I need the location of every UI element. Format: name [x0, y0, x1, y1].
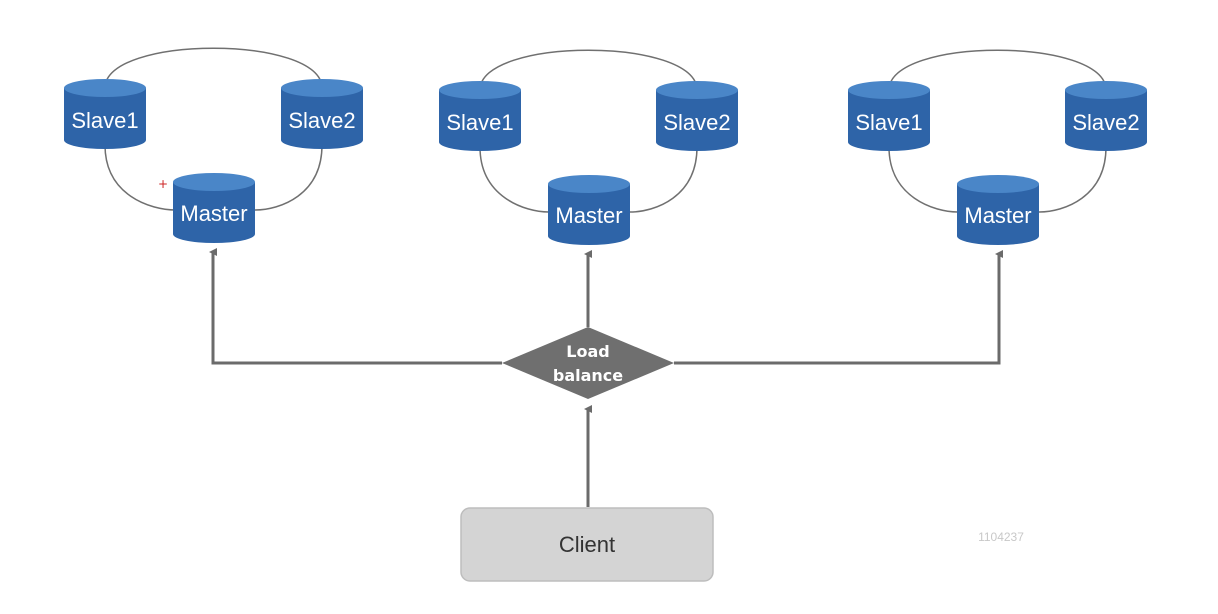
cluster-2: Slave1 Slave2 Master: [439, 49, 738, 245]
cluster-1-slave1-db: Slave1: [64, 79, 146, 149]
cluster-3-master-db: Master: [957, 175, 1039, 245]
cluster-2-slave2-label: Slave2: [663, 110, 730, 135]
load-balancer-diamond: [502, 327, 674, 399]
cluster-1-master-label: Master: [180, 201, 247, 226]
cluster-3-slave1-db: Slave1: [848, 81, 930, 151]
cluster-2-slave1-label: Slave1: [446, 110, 513, 135]
cluster-3-slave2-label: Slave2: [1072, 110, 1139, 135]
cluster-1-slave2-label: Slave2: [288, 108, 355, 133]
lb-to-master-3-arrow: [674, 250, 1003, 365]
cluster-1-slave2-db: Slave2: [281, 79, 363, 149]
cluster-3-slave1-label: Slave1: [855, 110, 922, 135]
cluster-2-slave2-master-link: [629, 146, 698, 213]
client-box: [460, 507, 714, 582]
cluster-3-slave1-master-link: [888, 146, 959, 213]
cluster-3-top-link: [888, 49, 1107, 91]
cluster-2-slave2-db: Slave2: [656, 81, 738, 151]
cluster-1-slave2-master-link: [254, 144, 323, 211]
cluster-3-master-label: Master: [964, 203, 1031, 228]
cluster-1: Slave1 Slave2 Master +: [64, 47, 363, 243]
cluster-2-master-db: Master: [548, 175, 630, 245]
cluster-3-slave2-db: Slave2: [1065, 81, 1147, 151]
lb-to-master-1-arrow: [209, 248, 502, 365]
load-balancer-node: Load balance: [502, 327, 674, 399]
cluster-2-slave1-master-link: [479, 146, 550, 213]
client-node: Client: [460, 507, 714, 582]
cluster-2-master-label: Master: [555, 203, 622, 228]
load-balancer-label-line2: balance: [553, 366, 623, 385]
cluster-3-slave2-master-link: [1038, 146, 1107, 213]
cluster-2-slave1-db: Slave1: [439, 81, 521, 151]
client-label: Client: [559, 532, 615, 557]
load-balancer-label-line1: Load: [566, 342, 609, 361]
cluster-1-slave1-master-link: [104, 144, 177, 211]
cluster-1-master-db: Master: [173, 173, 255, 243]
cluster-1-top-link: [104, 47, 323, 89]
cluster-3: Slave1 Slave2 Master: [848, 49, 1147, 245]
cursor-plus-mark: +: [158, 177, 168, 191]
watermark-text: 1104237: [978, 530, 1024, 544]
cluster-2-top-link: [479, 49, 698, 91]
cluster-1-slave1-label: Slave1: [71, 108, 138, 133]
